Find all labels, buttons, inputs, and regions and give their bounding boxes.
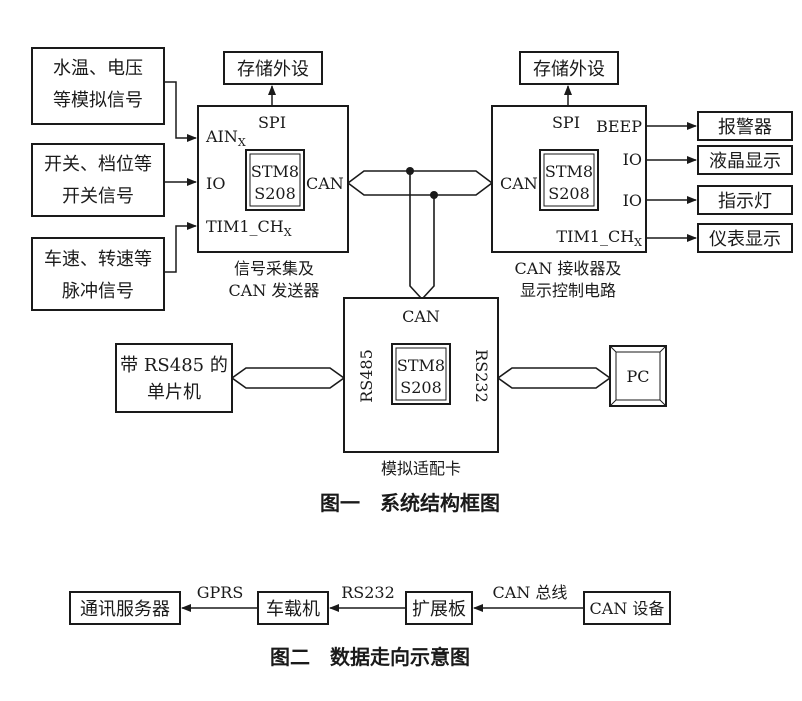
flow-node-server-label: 通讯服务器 bbox=[80, 599, 170, 620]
input-box-analog: 水温、电压 等模拟信号 bbox=[31, 47, 165, 125]
receiver-storage-label: 存储外设 bbox=[533, 59, 605, 80]
pc-label: PC bbox=[626, 367, 649, 386]
output-box-alarm: 报警器 bbox=[697, 111, 793, 141]
receiver-caption-line1: CAN 接收器及 bbox=[515, 259, 622, 278]
flow-link-gprs-label: GPRS bbox=[197, 583, 244, 602]
input-pulse-line2: 脉冲信号 bbox=[62, 281, 134, 302]
sender-port-ain: AINX bbox=[205, 127, 246, 149]
sender-caption-line1: 信号采集及 bbox=[234, 259, 314, 278]
sender-block: SPI AINX IO TIM1_CHX CAN STM8 S208 bbox=[197, 105, 349, 253]
sender-storage-box: 存储外设 bbox=[223, 51, 323, 85]
receiver-block: SPI BEEP IO IO TIM1_CHX CAN STM8 S208 bbox=[491, 105, 647, 253]
adapter-port-rs232: RS232 bbox=[472, 349, 491, 403]
figure1-caption: 图一 系统结构框图 bbox=[320, 491, 500, 515]
sender-port-can: CAN bbox=[306, 174, 344, 193]
input-switch-line2: 开关信号 bbox=[62, 186, 134, 207]
arrow-analog-to-ain bbox=[164, 81, 197, 142]
can-bus-junction-low bbox=[430, 191, 438, 199]
receiver-port-beep: BEEP bbox=[596, 117, 642, 136]
flow-node-server: 通讯服务器 bbox=[69, 591, 181, 625]
output-gauge-label: 仪表显示 bbox=[709, 229, 781, 250]
flow-node-can-device-label: CAN 设备 bbox=[590, 599, 665, 618]
adapter-block: CAN RS485 RS232 STM8 S208 bbox=[343, 297, 499, 453]
output-box-gauge: 仪表显示 bbox=[697, 223, 793, 253]
arrow-pulse-to-tim bbox=[164, 222, 197, 273]
adapter-port-can: CAN bbox=[402, 307, 440, 326]
output-indicator-label: 指示灯 bbox=[718, 191, 772, 212]
receiver-chip-line1: STM8 bbox=[545, 162, 593, 181]
input-pulse-line1: 车速、转速等 bbox=[44, 249, 152, 270]
receiver-storage-box: 存储外设 bbox=[519, 51, 619, 85]
rs485-link bbox=[231, 367, 345, 389]
input-analog-line1: 水温、电压 bbox=[53, 58, 143, 79]
sender-chip-line1: STM8 bbox=[251, 162, 299, 181]
can-bus-junction-high bbox=[406, 167, 414, 175]
receiver-chip: STM8 S208 bbox=[539, 149, 599, 211]
flow-node-vehicle: 车载机 bbox=[257, 591, 329, 625]
flow-node-expansion: 扩展板 bbox=[405, 591, 473, 625]
figure2-caption: 图二 数据走向示意图 bbox=[270, 645, 470, 669]
pc-box: PC bbox=[609, 345, 667, 407]
sender-caption-line2: CAN 发送器 bbox=[229, 281, 320, 300]
receiver-port-tim: TIM1_CHX bbox=[556, 227, 642, 249]
input-switch-line1: 开关、档位等 bbox=[44, 154, 152, 175]
mcu-box: 带 RS485 的 单片机 bbox=[115, 343, 233, 413]
sender-port-io: IO bbox=[206, 174, 225, 193]
sender-storage-label: 存储外设 bbox=[237, 59, 309, 80]
rs232-link bbox=[497, 367, 611, 389]
sender-chip-line2: S208 bbox=[254, 184, 296, 203]
sender-port-tim: TIM1_CHX bbox=[206, 217, 292, 239]
input-box-pulse: 车速、转速等 脉冲信号 bbox=[31, 237, 165, 311]
can-bus bbox=[347, 170, 493, 299]
flow-node-can-device: CAN 设备 bbox=[583, 591, 671, 625]
output-box-indicator: 指示灯 bbox=[697, 185, 793, 215]
adapter-caption: 模拟适配卡 bbox=[381, 459, 461, 478]
mcu-line2: 单片机 bbox=[147, 382, 201, 403]
receiver-port-can: CAN bbox=[500, 174, 538, 193]
adapter-port-rs485: RS485 bbox=[357, 349, 376, 403]
mcu-line1: 带 RS485 的 bbox=[120, 355, 228, 376]
input-analog-line2: 等模拟信号 bbox=[53, 90, 143, 111]
output-box-lcd: 液晶显示 bbox=[697, 145, 793, 175]
flow-node-expansion-label: 扩展板 bbox=[412, 599, 466, 620]
receiver-port-spi: SPI bbox=[552, 113, 580, 132]
adapter-chip-line1: STM8 bbox=[397, 356, 445, 375]
flow-node-vehicle-label: 车载机 bbox=[266, 599, 320, 620]
adapter-chip-line2: S208 bbox=[400, 378, 442, 397]
sender-chip: STM8 S208 bbox=[245, 149, 305, 211]
receiver-chip-line2: S208 bbox=[548, 184, 590, 203]
sender-port-spi: SPI bbox=[258, 113, 286, 132]
receiver-port-io2: IO bbox=[623, 191, 642, 210]
output-lcd-label: 液晶显示 bbox=[709, 151, 781, 172]
output-alarm-label: 报警器 bbox=[718, 117, 772, 138]
adapter-chip: STM8 S208 bbox=[391, 343, 451, 405]
receiver-port-io1: IO bbox=[623, 150, 642, 169]
flow-link-can-label: CAN 总线 bbox=[493, 583, 568, 602]
input-box-switch: 开关、档位等 开关信号 bbox=[31, 143, 165, 217]
flow-link-rs232-label: RS232 bbox=[341, 583, 395, 602]
receiver-caption-line2: 显示控制电路 bbox=[520, 281, 616, 300]
